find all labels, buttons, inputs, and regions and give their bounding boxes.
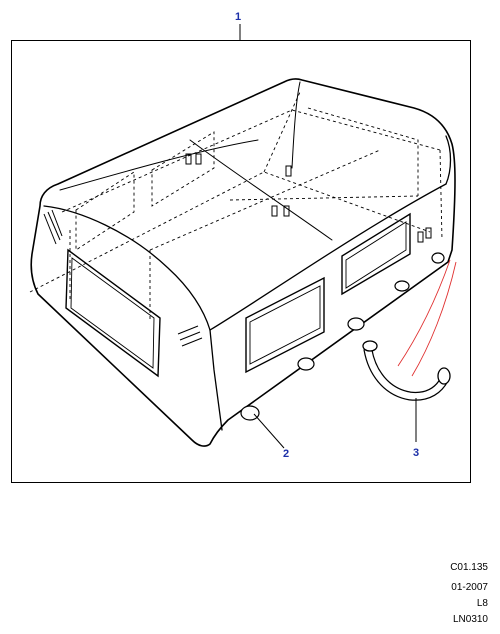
tent-windows xyxy=(65,107,419,378)
tent-body xyxy=(30,78,456,447)
illustration-code: LN0310 xyxy=(452,614,488,625)
callout-2[interactable]: 2 xyxy=(253,413,289,460)
model-code: L8 xyxy=(476,598,488,609)
tent-straps xyxy=(43,153,432,347)
callout-2-label: 2 xyxy=(283,448,289,460)
inflation-leader-lines xyxy=(397,259,457,377)
diagram-frame xyxy=(11,40,471,483)
section-code: C01.135 xyxy=(450,562,488,573)
callout-3[interactable]: 3 xyxy=(413,398,419,459)
callout-1[interactable]: 1 xyxy=(235,11,241,40)
callout-2-leader xyxy=(253,413,285,449)
tent-feet xyxy=(240,252,445,421)
tent-hidden-frame xyxy=(29,91,443,320)
callout-3-label: 3 xyxy=(413,447,419,459)
date-code: 01-2007 xyxy=(451,582,488,593)
inflation-hose xyxy=(362,340,451,401)
callout-1-label: 1 xyxy=(235,11,241,23)
